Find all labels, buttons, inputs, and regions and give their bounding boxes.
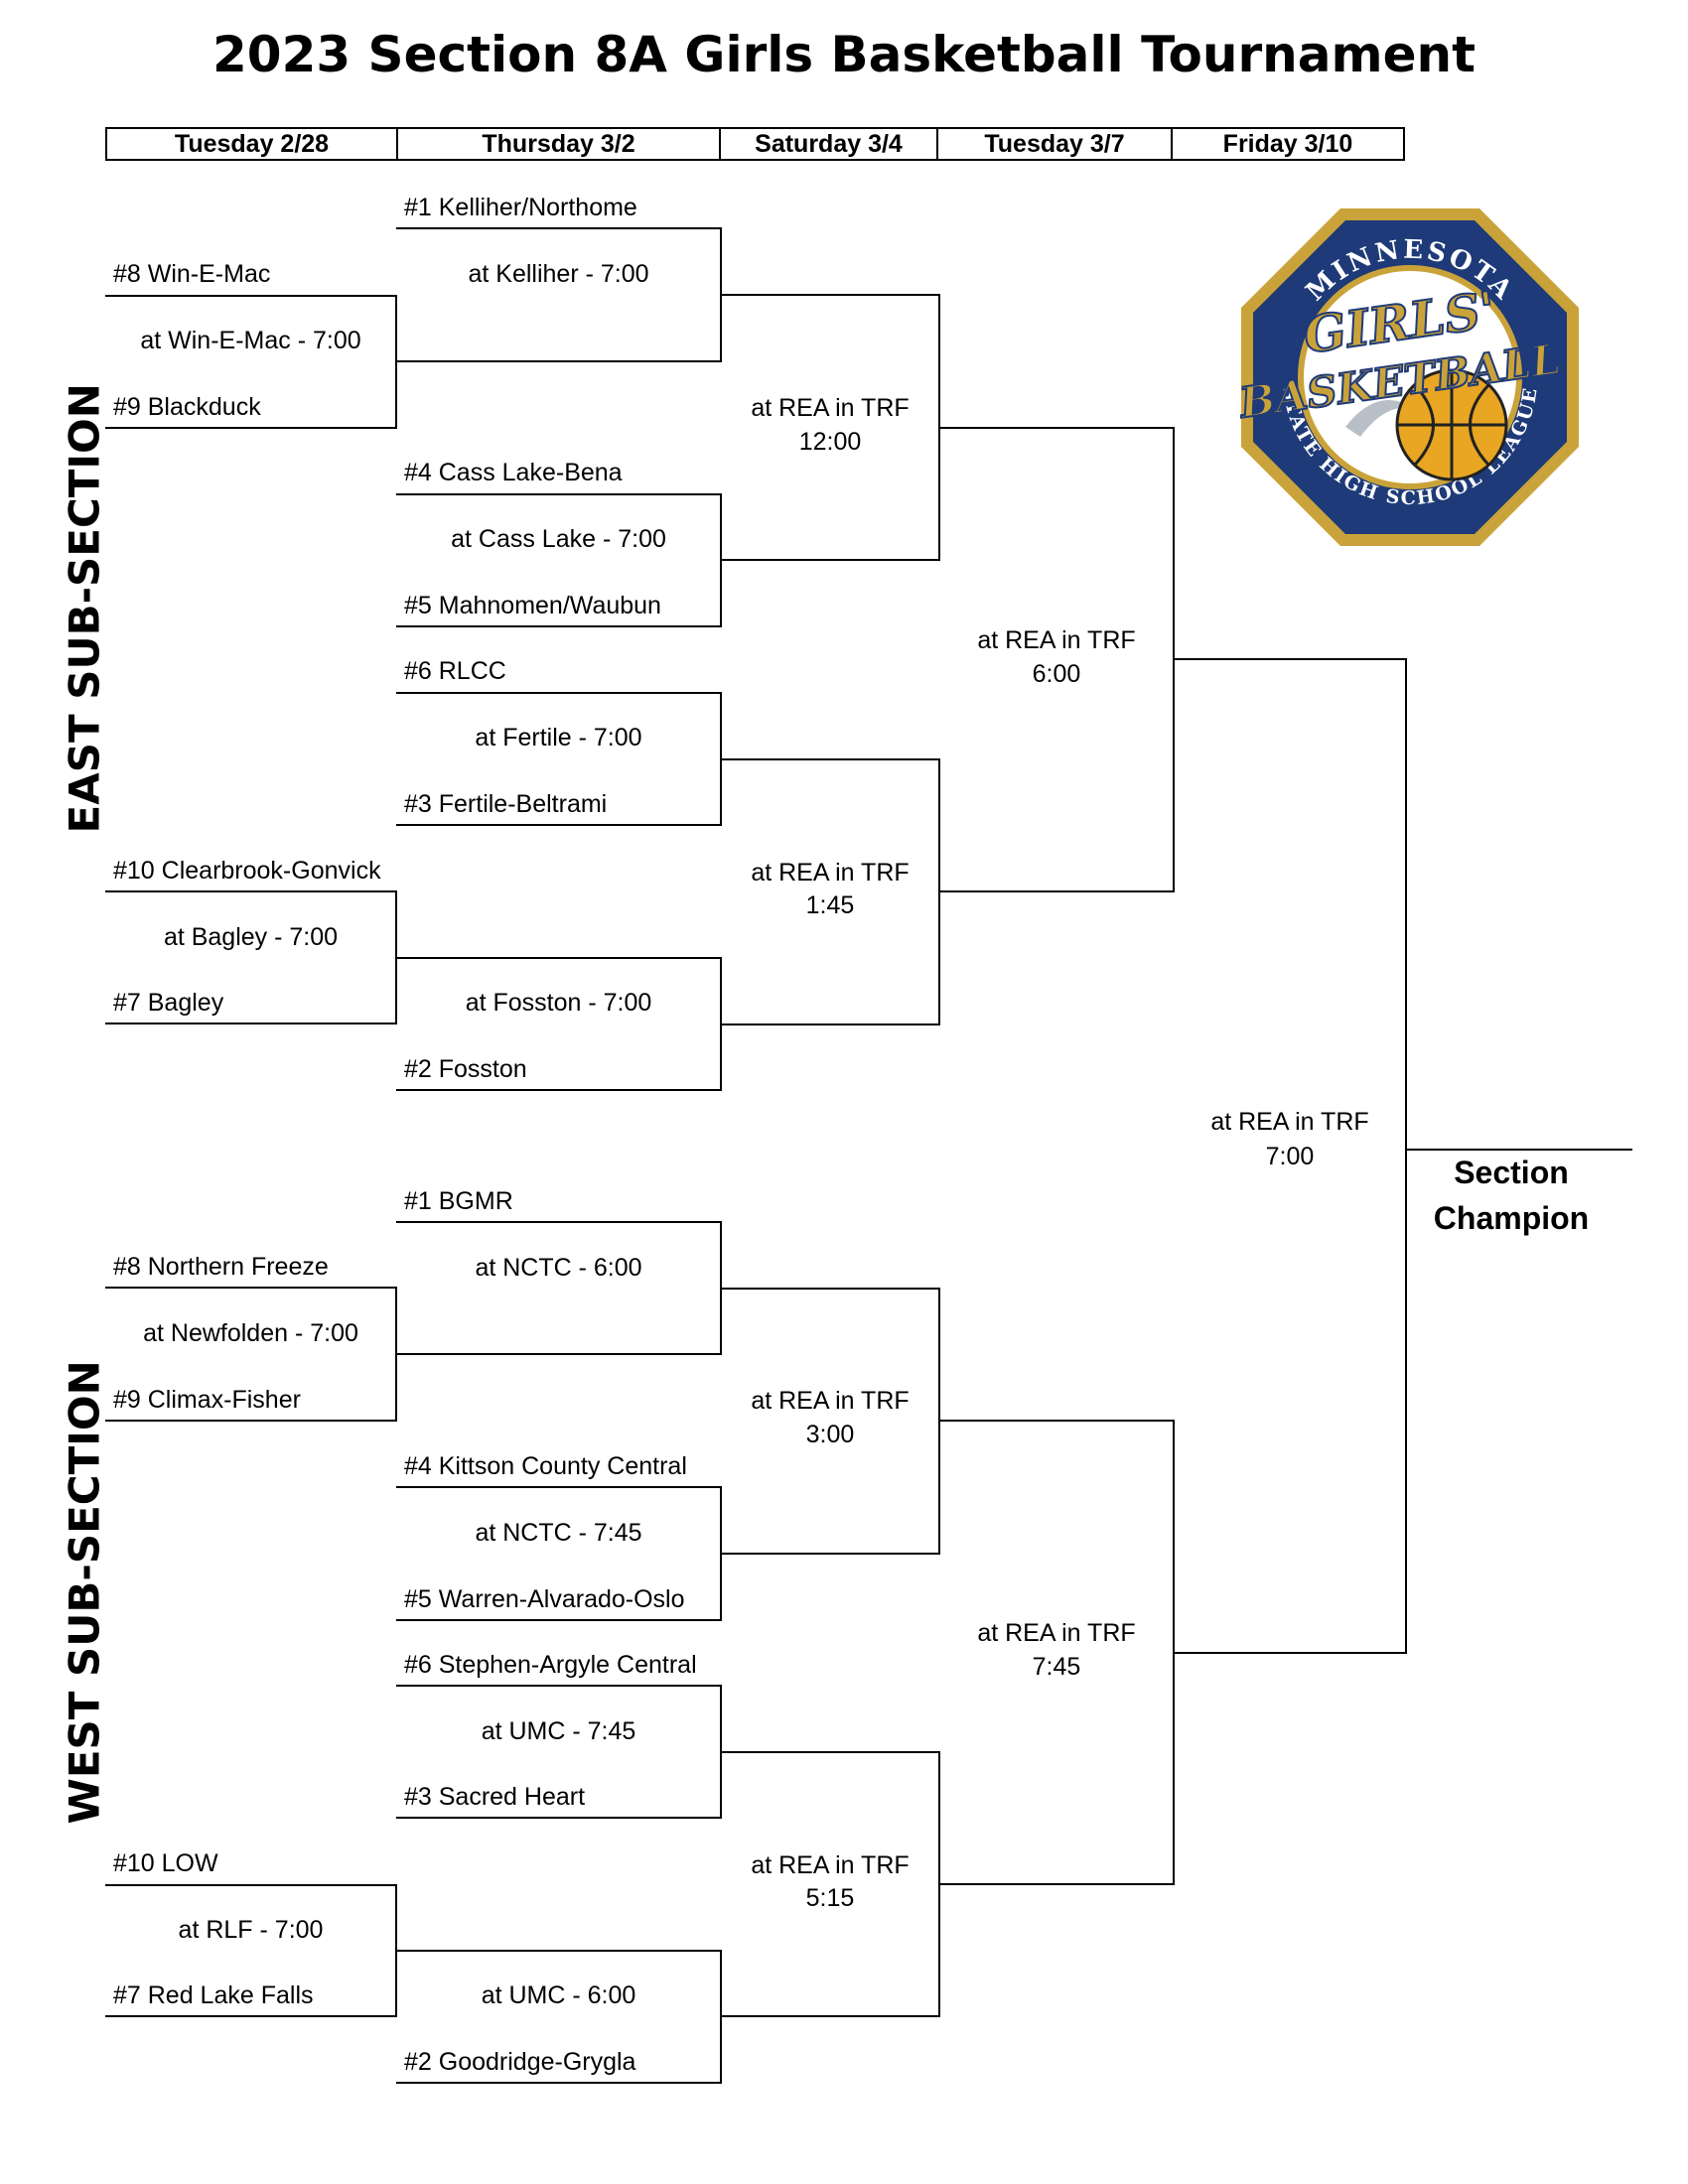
west-r1-a-top-team: #8 Northern Freeze bbox=[113, 1253, 329, 1281]
west-r1-a-site: at Newfolden - 7:00 bbox=[143, 1319, 358, 1347]
west-r1-b-bottom-team: #7 Red Lake Falls bbox=[113, 1981, 314, 2009]
east-r3-b-time: 1:45 bbox=[805, 891, 855, 919]
west-r3-b-site: at REA in TRF bbox=[751, 1851, 910, 1879]
west-r3-a-time: 3:00 bbox=[805, 1421, 855, 1448]
west-r3-b-time: 5:15 bbox=[805, 1884, 855, 1912]
west-r2-b-site: at NCTC - 7:45 bbox=[475, 1519, 642, 1547]
header-day-1: Tuesday 2/28 bbox=[107, 129, 398, 159]
west-r2-b-bottom-team: #5 Warren-Alvarado-Oslo bbox=[404, 1585, 685, 1613]
east-r1-a-site: at Win-E-Mac - 7:00 bbox=[140, 327, 361, 354]
page-title: 2023 Section 8A Girls Basketball Tournam… bbox=[211, 26, 1477, 83]
final-time: 7:00 bbox=[1265, 1143, 1315, 1170]
west-r1-a-bottom-team: #9 Climax-Fisher bbox=[113, 1386, 301, 1414]
mshsl-girls-basketball-logo: MINNESOTA STATE HIGH SCHOOL LEAGUE GIRLS… bbox=[1234, 208, 1579, 546]
east-r2-c-top-team: #6 RLCC bbox=[404, 657, 506, 685]
west-r4-time: 7:45 bbox=[1032, 1653, 1081, 1681]
east-r1-b-top-team: #10 Clearbrook-Gonvick bbox=[113, 857, 381, 885]
west-r2-a-lines bbox=[396, 1221, 722, 1355]
east-r2-c-bottom-team: #3 Fertile-Beltrami bbox=[404, 790, 608, 818]
round-date-header: Tuesday 2/28 Thursday 3/2 Saturday 3/4 T… bbox=[105, 127, 1405, 161]
east-r2-b-site: at Cass Lake - 7:00 bbox=[451, 525, 666, 553]
east-r3-b-site: at REA in TRF bbox=[751, 859, 910, 887]
east-r1-b-site: at Bagley - 7:00 bbox=[163, 923, 339, 951]
west-r4-site: at REA in TRF bbox=[977, 1619, 1136, 1647]
header-day-2: Thursday 3/2 bbox=[398, 129, 721, 159]
west-r2-c-site: at UMC - 7:45 bbox=[481, 1717, 636, 1745]
east-r1-a-bottom-team: #9 Blackduck bbox=[113, 393, 261, 421]
west-r2-a-top-team: #1 BGMR bbox=[404, 1187, 513, 1215]
west-r2-c-top-team: #6 Stephen-Argyle Central bbox=[404, 1651, 697, 1679]
west-r2-c-bottom-team: #3 Sacred Heart bbox=[404, 1783, 586, 1811]
east-r2-a-lines bbox=[396, 227, 722, 362]
logo-swoosh bbox=[1345, 400, 1420, 437]
west-r2-d-bottom-team: #2 Goodridge-Grygla bbox=[404, 2048, 636, 2076]
west-r2-a-site: at NCTC - 6:00 bbox=[475, 1254, 642, 1282]
east-r2-a-site: at Kelliher - 7:00 bbox=[468, 260, 649, 288]
east-r3-a-site: at REA in TRF bbox=[751, 394, 910, 422]
west-r2-d-site: at UMC - 6:00 bbox=[481, 1981, 636, 2009]
east-r3-a-time: 12:00 bbox=[798, 428, 862, 456]
east-r4-site: at REA in TRF bbox=[977, 626, 1136, 654]
west-r2-b-top-team: #4 Kittson County Central bbox=[404, 1452, 687, 1480]
header-day-4: Tuesday 3/7 bbox=[938, 129, 1173, 159]
east-subsection-label: EAST SUB-SECTION bbox=[60, 383, 109, 834]
west-subsection-label: WEST SUB-SECTION bbox=[60, 1360, 109, 1825]
east-r4-time: 6:00 bbox=[1032, 660, 1081, 688]
champion-line-2: Champion bbox=[1433, 1200, 1590, 1236]
east-r2-d-site: at Fosston - 7:00 bbox=[465, 989, 652, 1017]
section-champion-label: Section Champion bbox=[1402, 1150, 1620, 1241]
final-site: at REA in TRF bbox=[1210, 1108, 1369, 1136]
east-r1-a-top-team: #8 Win-E-Mac bbox=[113, 260, 271, 288]
west-r1-b-top-team: #10 LOW bbox=[113, 1849, 218, 1877]
east-r2-c-site: at Fertile - 7:00 bbox=[475, 724, 642, 751]
final-lines bbox=[1174, 658, 1407, 1654]
east-r2-b-top-team: #4 Cass Lake-Bena bbox=[404, 459, 623, 486]
east-r2-d-bottom-team: #2 Fosston bbox=[404, 1055, 527, 1083]
header-day-3: Saturday 3/4 bbox=[721, 129, 938, 159]
east-r2-a-top-team: #1 Kelliher/Northome bbox=[404, 194, 637, 221]
east-r1-b-bottom-team: #7 Bagley bbox=[113, 989, 224, 1017]
champion-line-1: Section bbox=[1454, 1155, 1569, 1190]
header-day-5: Friday 3/10 bbox=[1222, 130, 1353, 158]
west-r3-a-site: at REA in TRF bbox=[751, 1387, 910, 1415]
west-r1-b-site: at RLF - 7:00 bbox=[178, 1916, 324, 1944]
basketball-seams-icon bbox=[1397, 370, 1506, 479]
east-r2-b-bottom-team: #5 Mahnomen/Waubun bbox=[404, 592, 661, 619]
